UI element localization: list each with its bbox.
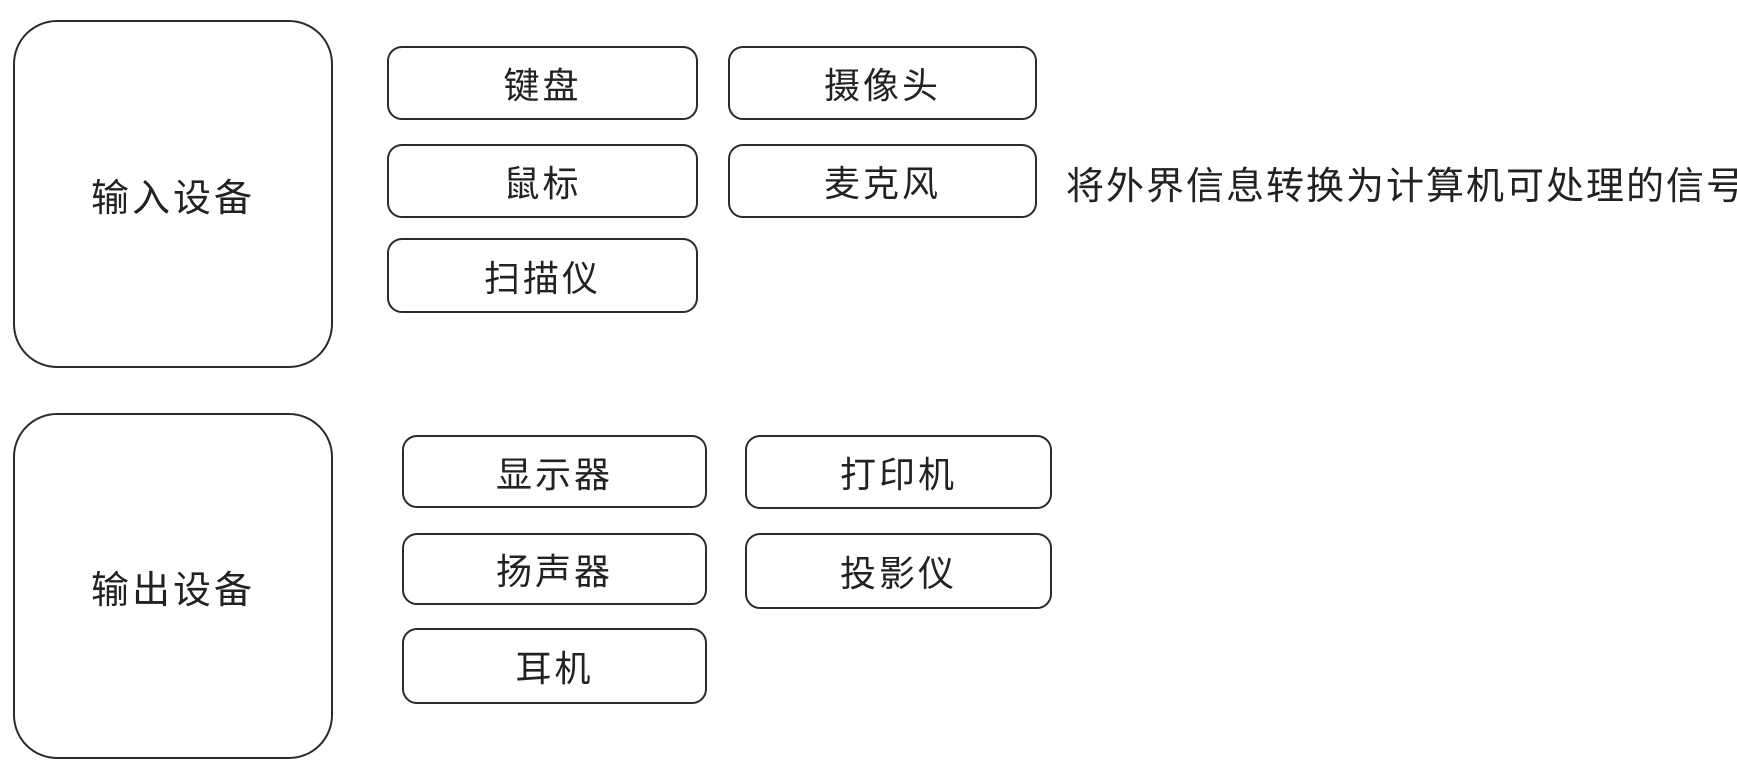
device-label-monitor: 显示器: [495, 453, 613, 495]
device-label-keyboard: 键盘: [503, 65, 582, 106]
device-label-speaker: 扬声器: [495, 551, 613, 592]
device-box-scanner: 扫描仪: [387, 238, 698, 313]
device-box-printer: 打印机: [745, 435, 1052, 509]
device-box-mouse: 鼠标: [387, 144, 698, 218]
device-box-keyboard: 键盘: [387, 46, 698, 120]
device-box-webcam: 摄像头: [728, 46, 1037, 120]
input-devices-label: 输入设备: [90, 177, 255, 220]
device-label-webcam: 摄像头: [823, 65, 941, 106]
device-box-projector: 投影仪: [745, 533, 1052, 609]
output-devices-category-box: 输出设备: [13, 413, 333, 759]
device-box-headphones: 耳机: [402, 628, 707, 704]
device-box-speaker: 扬声器: [402, 533, 707, 605]
device-box-monitor: 显示器: [402, 435, 707, 508]
device-label-mouse: 鼠标: [503, 163, 582, 204]
device-label-scanner: 扫描仪: [483, 257, 601, 299]
device-label-printer: 打印机: [839, 454, 957, 495]
device-label-microphone: 麦克风: [823, 163, 941, 204]
output-devices-label: 输出设备: [90, 569, 255, 612]
device-label-headphones: 耳机: [515, 648, 594, 689]
device-box-microphone: 麦克风: [728, 144, 1037, 218]
device-label-projector: 投影仪: [839, 553, 957, 594]
input-devices-category-box: 输入设备: [13, 20, 333, 368]
input-devices-annotation: 将外界信息转换为计算机可处理的信号: [1066, 165, 1737, 208]
